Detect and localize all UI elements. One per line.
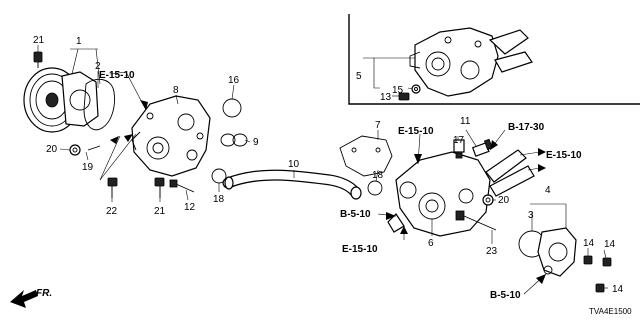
water-pump-body xyxy=(131,95,211,177)
inset-thermostat-housing xyxy=(409,27,533,97)
leader-lines xyxy=(37,45,608,289)
callout-2: 2 xyxy=(95,61,101,72)
bolt-22 xyxy=(107,177,118,198)
ref-b-5-10-left: B-5-10 xyxy=(340,209,371,220)
callout-14-c: 14 xyxy=(612,284,624,295)
front-direction-label: FR. xyxy=(36,288,52,299)
bolt-12 xyxy=(169,179,195,193)
callout-18-left: 18 xyxy=(213,194,225,205)
callout-15: 15 xyxy=(392,85,404,96)
callout-18-right: 18 xyxy=(372,170,384,181)
bolt-21-bottom xyxy=(154,177,165,198)
o-ring-18-right xyxy=(367,180,383,196)
callout-14-b: 14 xyxy=(604,239,616,250)
callout-5: 5 xyxy=(356,71,362,82)
front-arrow-icon xyxy=(10,290,38,308)
callout-20-right: 20 xyxy=(498,195,510,206)
hose-pipes xyxy=(485,149,535,197)
callout-labels: 21 1 2 8 20 19 22 21 12 16 9 18 10 7 18 … xyxy=(33,35,624,295)
bolt-14-b xyxy=(602,257,612,267)
bolt-14-c xyxy=(595,283,605,293)
water-pump-pulley xyxy=(23,67,99,133)
callout-11: 11 xyxy=(460,116,471,127)
bolt-21-top xyxy=(33,51,43,68)
thermostat-cover-4 xyxy=(537,227,577,277)
reference-arrows xyxy=(99,71,547,295)
gasket-7 xyxy=(339,135,393,177)
callout-21-bottom: 21 xyxy=(154,206,166,217)
gasket-2 xyxy=(83,78,115,131)
callout-10: 10 xyxy=(288,159,300,170)
callout-4: 4 xyxy=(545,185,551,196)
bolt-14-a xyxy=(583,255,593,265)
o-ring-9 xyxy=(220,133,248,147)
ref-e-15-10-right: E-15-10 xyxy=(546,150,582,161)
callout-8: 8 xyxy=(173,85,179,96)
callout-22: 22 xyxy=(106,206,118,217)
inset-plug-15 xyxy=(411,84,421,94)
ref-e-15-10-left: E-15-10 xyxy=(99,70,135,81)
sensor-11 xyxy=(471,138,493,157)
ref-e-15-10-mid: E-15-10 xyxy=(398,126,434,137)
nut-20-right xyxy=(482,194,494,206)
callout-3: 3 xyxy=(528,210,534,221)
diagram-code: TVA4E1500 xyxy=(589,307,632,316)
stud-19 xyxy=(87,145,101,151)
nut-20-left xyxy=(69,144,81,156)
callout-16: 16 xyxy=(228,75,240,86)
callout-19: 19 xyxy=(82,162,94,173)
callout-17: 17 xyxy=(453,135,465,146)
inset-bolt-13 xyxy=(398,92,410,101)
sensor-17 xyxy=(453,139,465,159)
ref-e-15-10-bottom: E-15-10 xyxy=(342,244,378,255)
inset-frame xyxy=(348,14,640,105)
thermostat-housing-6 xyxy=(387,151,491,237)
ref-b-17-30: B-17-30 xyxy=(508,122,545,133)
bolt-23 xyxy=(455,210,497,231)
callout-20-left: 20 xyxy=(46,144,58,155)
water-pipe-10 xyxy=(222,169,362,200)
callout-14-a: 14 xyxy=(583,238,595,249)
o-ring-16 xyxy=(222,98,242,118)
reference-labels: E-15-10 E-15-10 B-17-30 E-15-10 B-5-10 E… xyxy=(99,70,582,301)
callout-21-top: 21 xyxy=(33,35,45,46)
callout-9: 9 xyxy=(253,137,259,148)
ref-b-5-10-right: B-5-10 xyxy=(490,290,521,301)
callout-7: 7 xyxy=(375,120,381,131)
callout-6: 6 xyxy=(428,238,434,249)
callout-1: 1 xyxy=(76,36,82,47)
callout-13: 13 xyxy=(380,92,392,103)
callout-23: 23 xyxy=(486,246,498,257)
callout-12: 12 xyxy=(184,202,196,213)
